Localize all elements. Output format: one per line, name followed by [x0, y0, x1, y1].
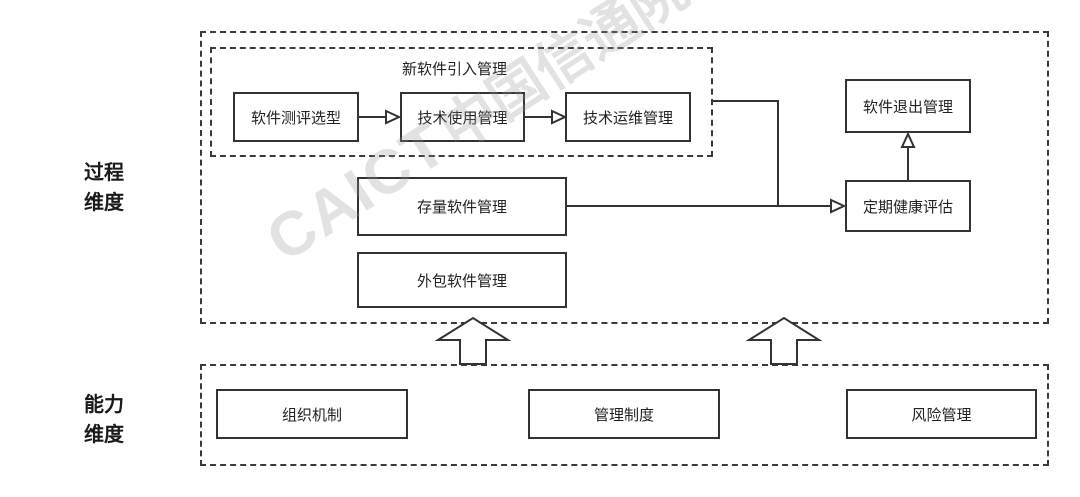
capability-box-risk: 风险管理	[846, 389, 1037, 439]
capability-dimension-label: 能力 维度	[84, 389, 124, 449]
software-retirement-label: 软件退出管理	[862, 97, 953, 116]
process-dimension-label: 过程 维度	[84, 157, 124, 217]
arrowhead-retirement	[900, 131, 916, 148]
stock-software-label: 存量软件管理	[416, 198, 507, 216]
software-retirement-box: 软件退出管理	[845, 79, 971, 133]
arrowhead-step2	[385, 109, 402, 125]
support-arrow-left-icon	[434, 316, 512, 365]
line-new-software-to-health	[713, 100, 779, 206]
capability-dimension-region	[200, 364, 1049, 466]
process-dimension-region	[200, 31, 1049, 324]
capability-box-rules: 管理制度	[528, 389, 720, 439]
arrowhead-health	[830, 198, 847, 214]
process-dimension-line1: 过程	[84, 160, 124, 184]
stock-software-box: 存量软件管理	[357, 177, 567, 236]
new-software-group-title: 新软件引入管理	[402, 60, 508, 78]
capability-dimension-line2: 维度	[84, 422, 124, 446]
step-label: 软件测评选型	[250, 108, 341, 127]
step-label: 技术运维管理	[582, 108, 673, 127]
step-box-technical-usage: 技术使用管理	[400, 92, 525, 142]
capability-label: 组织机制	[281, 405, 342, 424]
process-dimension-line2: 维度	[84, 190, 124, 214]
outsourced-software-label: 外包软件管理	[416, 271, 507, 290]
capability-label: 管理制度	[593, 405, 654, 424]
support-arrow-right-icon	[745, 316, 823, 365]
capability-box-organization: 组织机制	[216, 389, 408, 439]
capability-label: 风险管理	[911, 405, 972, 424]
arrowhead-step3	[551, 109, 568, 125]
step-box-software-evaluation: 软件测评选型	[233, 92, 359, 142]
step-label: 技术使用管理	[417, 108, 508, 127]
step-box-technical-operations: 技术运维管理	[565, 92, 691, 142]
health-evaluation-label: 定期健康评估	[862, 197, 953, 216]
new-software-group	[210, 47, 713, 157]
health-evaluation-box: 定期健康评估	[845, 180, 971, 232]
capability-dimension-line1: 能力	[84, 392, 124, 416]
outsourced-software-box: 外包软件管理	[357, 252, 567, 308]
